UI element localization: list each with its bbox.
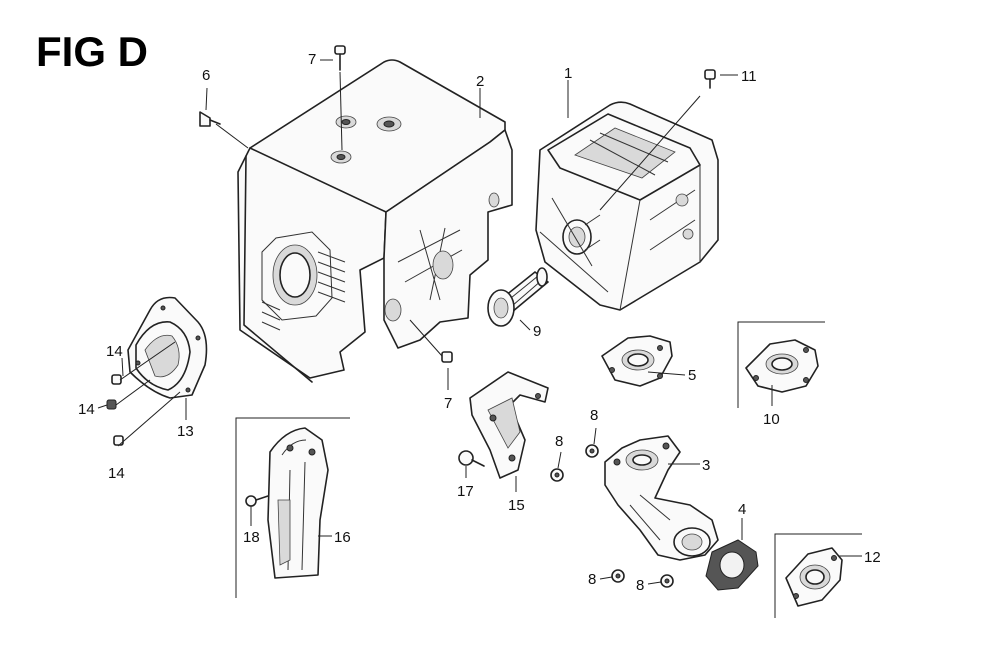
callout-14-b: 14 (78, 401, 95, 418)
callout-15: 15 (508, 497, 525, 514)
callout-2: 2 (476, 73, 484, 90)
callout-11: 11 (741, 68, 757, 85)
callout-8-b: 8 (555, 433, 563, 450)
callout-14-c: 14 (108, 465, 125, 482)
part-9-exhaust-pipe (487, 267, 549, 327)
callout-4: 4 (738, 501, 746, 518)
frame-16-18 (235, 417, 350, 598)
callout-labels: 1 2 3 4 5 6 7 7 8 8 8 8 9 10 11 12 13 14… (78, 51, 881, 594)
callout-7-top: 7 (308, 51, 316, 68)
callout-5: 5 (688, 367, 696, 384)
part-16-heat-shield (267, 427, 329, 579)
callout-12: 12 (864, 549, 881, 566)
callout-13: 13 (177, 423, 194, 440)
part-12-gasket (774, 533, 862, 618)
part-10-gasket (737, 321, 825, 408)
callout-6: 6 (202, 67, 210, 84)
part-3-exhaust-manifold (604, 435, 719, 561)
callout-14-a: 14 (106, 343, 123, 360)
callout-7-bottom: 7 (444, 395, 452, 412)
callout-3: 3 (702, 457, 710, 474)
callout-18: 18 (243, 529, 260, 546)
callout-1: 1 (564, 65, 572, 82)
callout-17: 17 (457, 483, 474, 500)
part-4-gasket (705, 539, 759, 591)
callout-9: 9 (533, 323, 541, 340)
part-15-bracket (469, 371, 549, 479)
callout-8-d: 8 (636, 577, 644, 594)
part-2-muffler-protector (237, 59, 513, 383)
part-1-muffler (535, 101, 719, 311)
callout-10: 10 (763, 411, 780, 428)
part-5-gasket (601, 335, 673, 387)
callout-8-a: 8 (590, 407, 598, 424)
leader-lines (97, 59, 862, 585)
figure-title: FIG D (36, 28, 148, 75)
callout-16: 16 (334, 529, 351, 546)
fasteners (106, 45, 716, 588)
callout-8-c: 8 (588, 571, 596, 588)
